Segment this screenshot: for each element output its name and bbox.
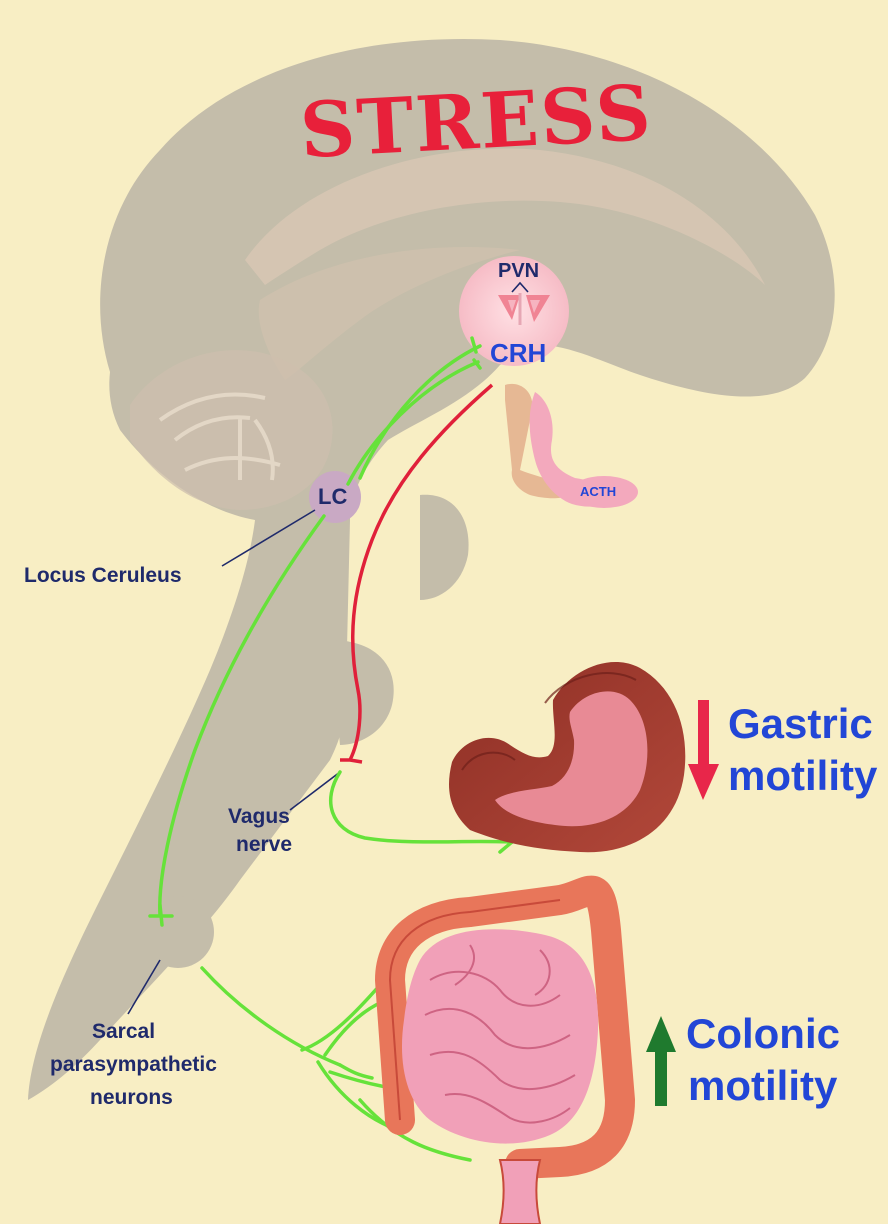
- pituitary: [505, 384, 638, 508]
- stress-title: STRESS: [298, 75, 654, 169]
- crh-label: CRH: [490, 338, 546, 369]
- gastric-decrease-arrow: [688, 700, 719, 800]
- acth-label: ACTH: [580, 484, 616, 499]
- intestines-illustration: [390, 891, 620, 1224]
- colonic-effect-line2: motility: [688, 1062, 837, 1110]
- sarcal-label-line3: neurons: [90, 1086, 173, 1110]
- gastric-effect-line2: motility: [728, 752, 877, 800]
- colonic-increase-arrow: [646, 1016, 676, 1106]
- colonic-effect-line1: Colonic: [686, 1010, 840, 1058]
- sarcal-label-line2: parasympathetic: [50, 1053, 217, 1077]
- sarcal-label-line1: Sarcal: [92, 1020, 155, 1044]
- sacral-node: [142, 896, 214, 968]
- lc-label: LC: [318, 484, 347, 510]
- gastric-effect-line1: Gastric: [728, 700, 873, 748]
- stomach-illustration: [449, 662, 685, 852]
- vagus-nerve-label-line2: nerve: [236, 833, 292, 857]
- pvn-label: PVN: [498, 260, 539, 283]
- locus-ceruleus-label: Locus Ceruleus: [24, 564, 182, 588]
- cerebellum: [130, 350, 333, 510]
- vagus-nerve-label-line1: Vagus: [228, 805, 290, 829]
